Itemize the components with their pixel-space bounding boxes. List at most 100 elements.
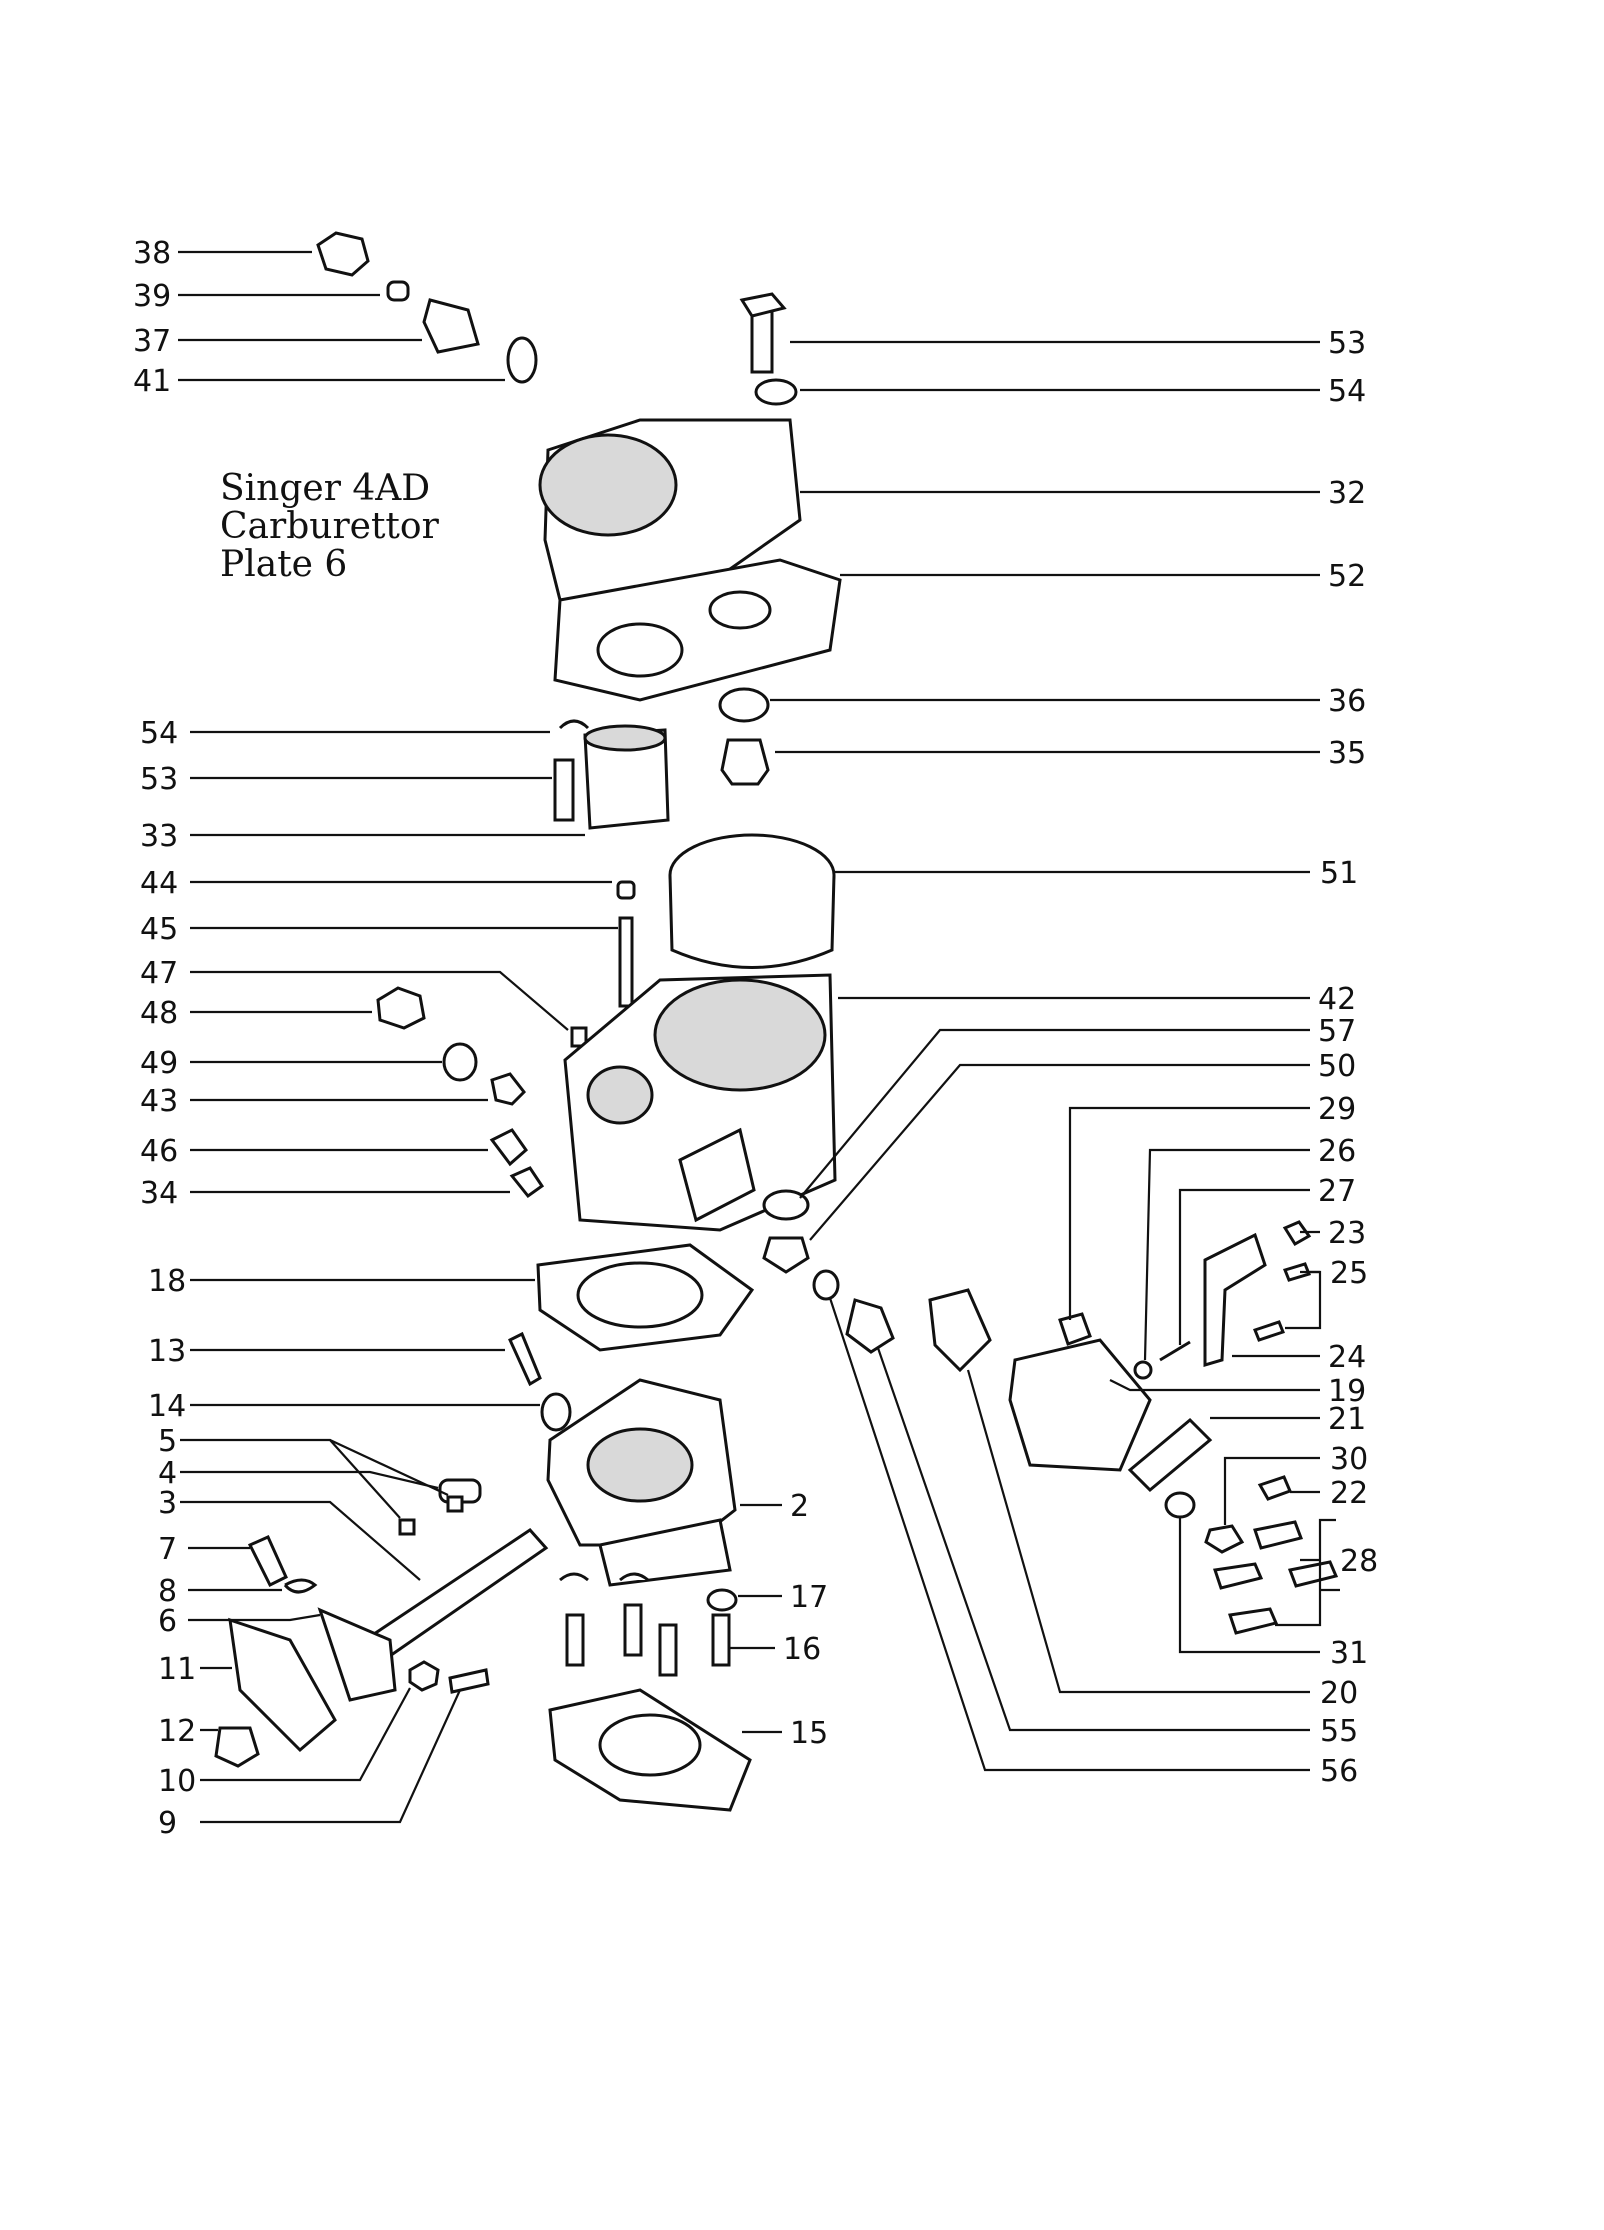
screw-9 bbox=[448, 1668, 490, 1694]
screw-53-lower bbox=[553, 758, 575, 822]
clip-17b bbox=[619, 1572, 649, 1582]
callout-42: 42 bbox=[1318, 982, 1356, 1017]
stud-16a bbox=[565, 1613, 585, 1667]
link-21 bbox=[1127, 1417, 1213, 1493]
left-callouts: 38 39 37 41 54 53 33 44 45 47 48 49 43 4… bbox=[133, 236, 196, 1841]
screw-43 bbox=[490, 1072, 526, 1106]
callout-18: 18 bbox=[148, 1264, 186, 1299]
callout-45: 45 bbox=[140, 912, 178, 947]
screw-28b bbox=[1213, 1562, 1264, 1590]
ball-26 bbox=[1133, 1360, 1153, 1380]
float-chamber-bore bbox=[586, 1065, 654, 1125]
plate-title: Singer 4AD Carburettor Plate 6 bbox=[220, 470, 439, 584]
screw-12 bbox=[214, 1726, 260, 1768]
gasket-52-hole-1 bbox=[596, 622, 684, 678]
callout-43: 43 bbox=[140, 1084, 178, 1119]
title-line-plate: Plate 6 bbox=[220, 544, 348, 585]
spring-27 bbox=[1159, 1340, 1191, 1362]
callout-11: 11 bbox=[158, 1652, 196, 1687]
screw-25b bbox=[1253, 1320, 1285, 1342]
callout-21: 21 bbox=[1328, 1402, 1366, 1437]
gasket-18-hole bbox=[576, 1261, 704, 1329]
screw-5a bbox=[398, 1518, 416, 1536]
throttle-bore bbox=[586, 1427, 694, 1503]
top-cover-assembly bbox=[538, 292, 842, 702]
callout-57: 57 bbox=[1318, 1014, 1356, 1049]
callout-26: 26 bbox=[1318, 1134, 1356, 1169]
callout-22: 22 bbox=[1330, 1476, 1368, 1511]
callout-4: 4 bbox=[158, 1456, 177, 1491]
washer-36 bbox=[718, 687, 770, 723]
throttle-body-foot bbox=[598, 1518, 732, 1587]
screw-28c bbox=[1287, 1560, 1339, 1588]
spring-8 bbox=[283, 1578, 318, 1594]
pump-body-19 bbox=[1008, 1338, 1152, 1472]
screw-29 bbox=[1058, 1312, 1092, 1346]
union-55 bbox=[845, 1298, 895, 1354]
base-fixings bbox=[548, 1572, 752, 1812]
jet-50 bbox=[762, 1236, 810, 1274]
washer-49 bbox=[442, 1042, 478, 1082]
screw-22 bbox=[1257, 1475, 1293, 1501]
top-cover-bore bbox=[538, 433, 678, 537]
stud-16d bbox=[711, 1613, 731, 1667]
plug-47 bbox=[570, 1026, 588, 1048]
washer-56 bbox=[812, 1269, 840, 1301]
screw-5b bbox=[446, 1495, 464, 1513]
callout-48: 48 bbox=[140, 996, 178, 1031]
callout-10: 10 bbox=[158, 1764, 196, 1799]
callout-6: 6 bbox=[158, 1604, 177, 1639]
callout-56: 56 bbox=[1320, 1754, 1358, 1789]
clip-54 bbox=[558, 719, 590, 730]
banjo-bolt-48 bbox=[376, 986, 426, 1030]
callout-13: 13 bbox=[148, 1334, 186, 1369]
spring-14 bbox=[540, 1392, 572, 1432]
union-37 bbox=[422, 298, 480, 354]
gasket-18 bbox=[536, 1243, 755, 1352]
screw-28d bbox=[1228, 1607, 1279, 1635]
callout-16: 16 bbox=[783, 1632, 821, 1667]
callout-14: 14 bbox=[148, 1389, 186, 1424]
float-chamber-bowl bbox=[653, 978, 827, 1092]
screw-53-shank bbox=[750, 308, 774, 374]
callout-34: 34 bbox=[140, 1176, 178, 1211]
callout-29: 29 bbox=[1318, 1092, 1356, 1127]
callout-32: 32 bbox=[1328, 476, 1366, 511]
callout-41: 41 bbox=[133, 364, 171, 399]
float-chamber-flange bbox=[678, 1127, 756, 1223]
callout-33: 33 bbox=[140, 819, 178, 854]
callout-15: 15 bbox=[790, 1716, 828, 1751]
accelerator-pump-assembly bbox=[845, 1220, 1339, 1635]
screw-34 bbox=[509, 1166, 545, 1199]
tube-45 bbox=[618, 916, 634, 1008]
float-chamber-small-parts bbox=[376, 880, 636, 1199]
callout-38: 38 bbox=[133, 236, 171, 271]
lever-11 bbox=[228, 1617, 337, 1753]
callout-36: 36 bbox=[1328, 684, 1366, 719]
spindle-3 bbox=[362, 1528, 549, 1662]
needle-valve-35 bbox=[720, 738, 770, 786]
callout-31: 31 bbox=[1330, 1636, 1368, 1671]
washer-41 bbox=[506, 336, 538, 384]
float-51-body bbox=[668, 874, 836, 969]
bracket-24 bbox=[1203, 1232, 1267, 1368]
stud-16b bbox=[623, 1603, 643, 1657]
callout-17: 17 bbox=[790, 1580, 828, 1615]
screw-53-head bbox=[739, 292, 787, 318]
clip-17a bbox=[559, 1572, 589, 1582]
callout-54-right: 54 bbox=[1328, 374, 1366, 409]
stud-16c bbox=[658, 1623, 678, 1677]
callout-28: 28 bbox=[1340, 1544, 1378, 1579]
diaphragm-20 bbox=[928, 1288, 992, 1373]
gasket-15-hole bbox=[598, 1713, 702, 1777]
screw-13 bbox=[508, 1331, 542, 1387]
callout-5: 5 bbox=[158, 1424, 177, 1459]
callout-8: 8 bbox=[158, 1574, 177, 1609]
choke-tube-assembly bbox=[553, 719, 670, 830]
callout-47: 47 bbox=[140, 956, 178, 991]
callout-27: 27 bbox=[1318, 1174, 1356, 1209]
callout-50: 50 bbox=[1318, 1049, 1356, 1084]
filter-39 bbox=[386, 280, 410, 302]
callout-23: 23 bbox=[1328, 1216, 1366, 1251]
